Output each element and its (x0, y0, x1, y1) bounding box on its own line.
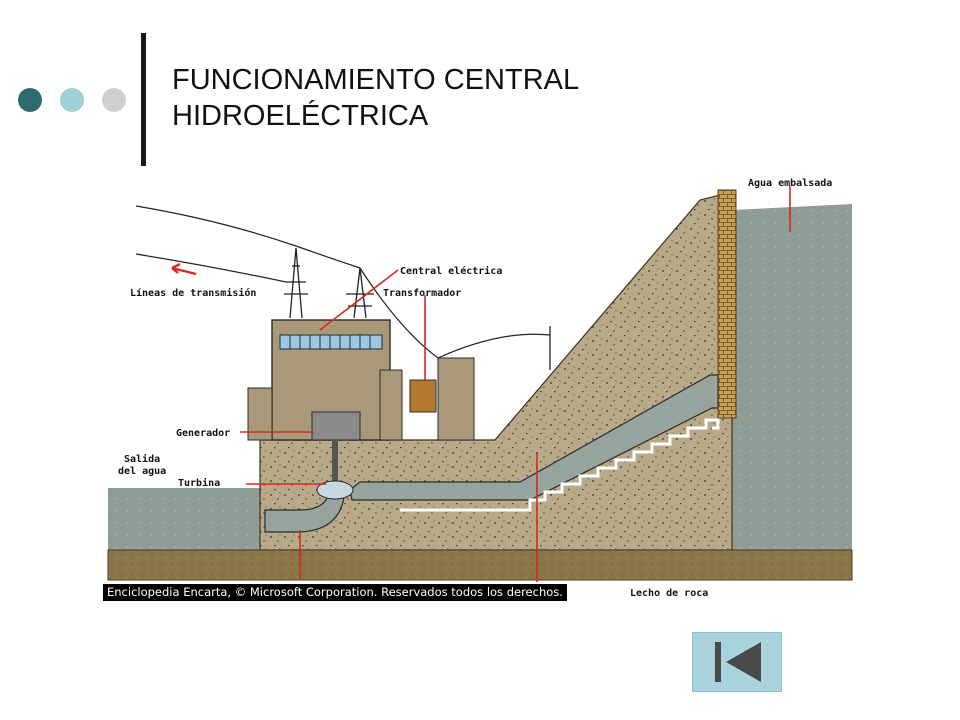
decorative-dots (18, 88, 126, 112)
transmission-tower-1 (284, 247, 308, 319)
transformer (409, 379, 437, 413)
title-divider (141, 33, 146, 166)
title-line-1: FUNCIONAMIENTO CENTRAL (172, 64, 580, 96)
copyright-notice: Enciclopedia Encarta, © Microsoft Corpor… (103, 584, 567, 601)
generator (311, 411, 361, 441)
label-agua-embalsada: Agua embalsada (748, 178, 832, 189)
slide-title: FUNCIONAMIENTO CENTRAL HIDROELÉCTRICA (172, 62, 579, 134)
dam-steps (400, 418, 720, 512)
hydro-plant-diagram: Agua embalsada Central eléctrica Transfo… (107, 178, 853, 599)
label-transformador: Transformador (383, 288, 461, 299)
label-salida: Salida (124, 453, 160, 465)
penstock (349, 374, 719, 501)
dot-dark (18, 88, 42, 112)
label-turbina: Turbina (178, 477, 220, 489)
label-central-electrica: Central eléctrica (400, 265, 502, 277)
powerhouse-windows (279, 334, 383, 350)
label-lineas: Líneas de transmisión (130, 287, 256, 299)
dot-grey (102, 88, 126, 112)
bedrock (107, 549, 853, 581)
tail-water (108, 488, 268, 550)
back-to-start-button[interactable] (692, 632, 782, 692)
label-del-agua: del agua (118, 466, 166, 477)
turbine (316, 480, 354, 500)
transformer-house (437, 357, 475, 441)
transmission-line-low (135, 253, 287, 283)
dam-face (717, 189, 737, 419)
title-line-2: HIDROELÉCTRICA (172, 100, 429, 132)
turbine-shaft (332, 440, 338, 486)
transmission-line-top (135, 205, 361, 269)
control-house (379, 369, 403, 441)
transmission-tower-2 (346, 267, 374, 319)
skip-back-icon (715, 642, 761, 682)
label-generador: Generador (176, 428, 230, 439)
direction-arrow (171, 262, 197, 276)
reservoir-water (732, 204, 852, 570)
label-lecho: Lecho de roca (630, 588, 708, 599)
dot-light (60, 88, 84, 112)
transmission-line-right (359, 267, 551, 359)
